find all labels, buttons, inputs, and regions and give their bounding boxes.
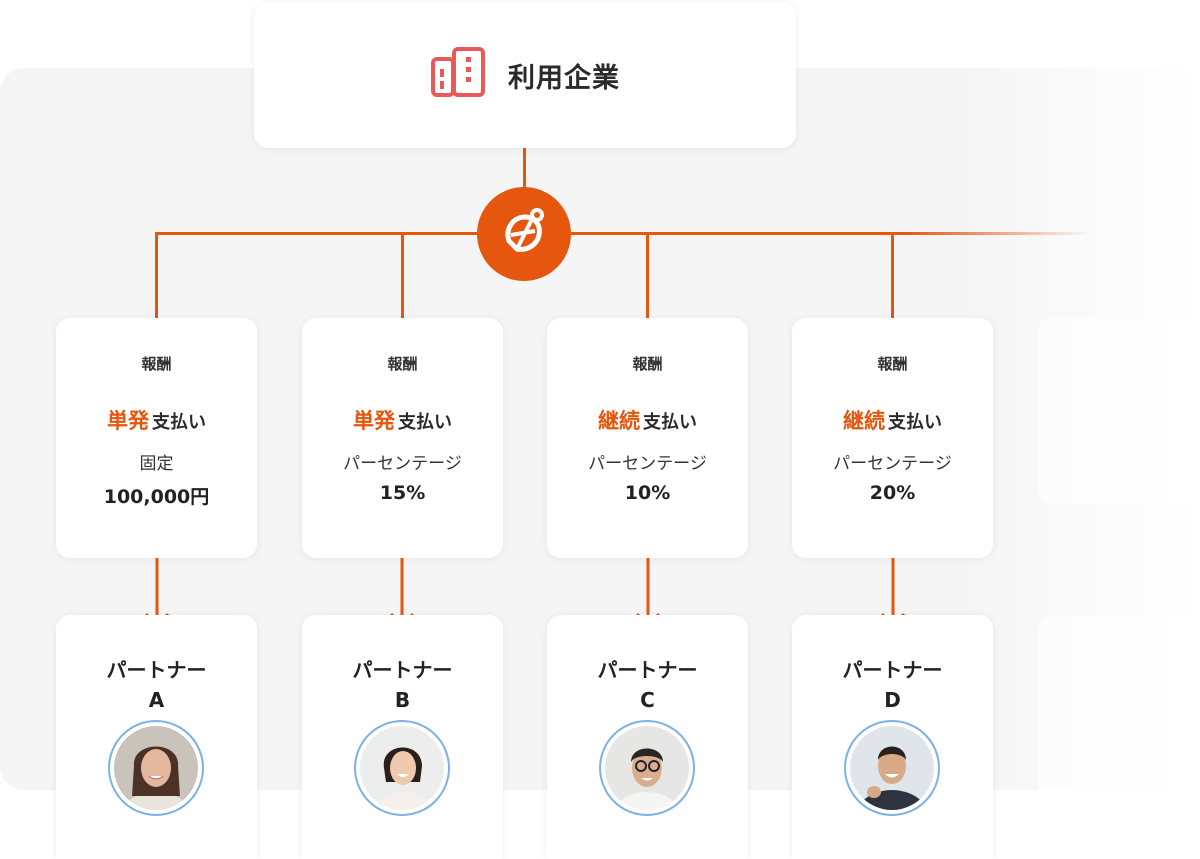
partner-label: パートナー [842,658,943,682]
partner-letter: B [394,688,411,712]
partner-card-d: パートナー D [792,615,993,859]
company-label: 利用企業 [508,62,620,94]
payment-label: 支払い [888,412,942,433]
partner-title: パートナー B [302,655,503,715]
company-connector-line [523,148,526,188]
man-suit-avatar [844,720,940,816]
drop-line-d [891,232,894,318]
partner-card-c: パートナー C [547,615,748,859]
partner-card-b: パートナー B [302,615,503,859]
reward-card-1: 報酬 単発支払い 固定 100,000円 [56,318,257,558]
partner-title: パートナー A [56,655,257,715]
payment-kind: 単発 [353,409,395,433]
man-glasses-avatar [599,720,695,816]
reward-title: 報酬 [877,355,908,373]
partner-label: パートナー [597,658,698,682]
payment-kind: 継続 [843,409,885,433]
payment-amount: 15% [379,482,426,504]
reward-card-3: 報酬 継続支払い パーセンテージ 10% [547,318,748,558]
payment-kind: 単発 [107,409,149,433]
distribution-line-fade [903,232,1093,235]
partner-label: パートナー [352,658,453,682]
partner-letter: A [148,688,165,712]
reward-card-4: 報酬 継続支払い パーセンテージ 20% [792,318,993,558]
payment-method: 固定 [139,454,174,474]
payment-type: 継続支払い [547,405,748,435]
faded-partner-card [1038,615,1200,859]
payment-amount: 100,000円 [103,486,210,508]
payment-method: パーセンテージ [343,454,462,474]
faded-reward-card [1038,318,1200,505]
payment-amount: 10% [624,482,671,504]
payment-type: 単発支払い [56,405,257,435]
company-card: 利用企業 [254,2,796,148]
drop-line-a [155,232,158,318]
reward-title: 報酬 [387,355,418,373]
payment-type: 継続支払い [792,405,993,435]
woman-smiling-avatar [108,720,204,816]
hub-circle [477,187,571,281]
reward-title: 報酬 [141,355,172,373]
payment-label: 支払い [643,412,697,433]
reward-card-2: 報酬 単発支払い パーセンテージ 15% [302,318,503,558]
partner-title: パートナー D [792,655,993,715]
payment-label: 支払い [398,412,452,433]
building-icon [430,45,486,105]
bee-logo-icon [497,205,551,263]
partner-letter: D [884,688,901,712]
payment-method: パーセンテージ [833,454,952,474]
payment-type: 単発支払い [302,405,503,435]
payment-label: 支払い [152,412,206,433]
drop-line-c [646,232,649,318]
payment-kind: 継続 [598,409,640,433]
payment-method: パーセンテージ [588,454,707,474]
reward-title: 報酬 [632,355,663,373]
partner-letter: C [640,688,655,712]
partner-title: パートナー C [547,655,748,715]
drop-line-b [401,232,404,318]
woman-laughing-avatar [354,720,450,816]
payment-amount: 20% [869,482,916,504]
partner-card-a: パートナー A [56,615,257,859]
partner-label: パートナー [106,658,207,682]
